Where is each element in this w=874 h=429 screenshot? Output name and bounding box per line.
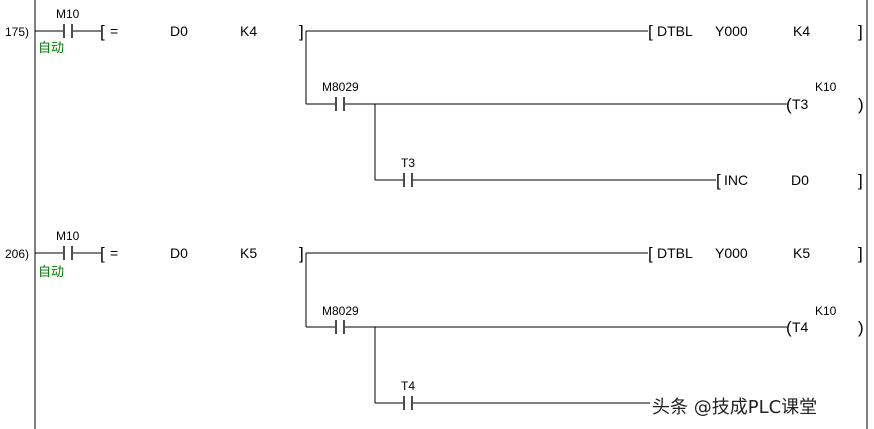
- rung-2-compare-s1: D0: [170, 245, 188, 261]
- rung-2-step-number: 206): [5, 247, 29, 261]
- rung-1-inc-open-bracket: [: [716, 171, 721, 190]
- rung-1-inc-instr: INC: [724, 172, 748, 188]
- rung-1-dtbl-instr: DTBL: [657, 23, 693, 39]
- rung-1-timer-open-paren: (: [786, 95, 792, 114]
- rung-2-compare-close-bracket: ]: [299, 244, 304, 263]
- rung-2: 206) M10 自动 [ = D0 K5 ] [ DTBL Y000 K5 ]…: [5, 229, 864, 410]
- rung-2-timer-close-paren: ): [858, 318, 864, 337]
- rung-1-compare-close-bracket: ]: [299, 22, 304, 41]
- rung-1-compare-s1: D0: [170, 23, 188, 39]
- rung-2-dtbl-instr: DTBL: [657, 245, 693, 261]
- rung-1-step-number: 175): [5, 25, 29, 39]
- rung-1-compare-op: =: [110, 23, 118, 39]
- rung-1-contact-comment: 自动: [38, 40, 64, 55]
- rung-1-m8029-label: M8029: [322, 80, 359, 94]
- rung-2-timer-name: T4: [792, 319, 809, 335]
- rung-1-timer-close-paren: ): [858, 95, 864, 114]
- rung-2-m8029-label: M8029: [322, 304, 359, 318]
- rung-2-dtbl-value: K5: [793, 245, 810, 261]
- rung-1-dtbl-value: K4: [793, 23, 810, 39]
- rung-1-dtbl-open-bracket: [: [648, 22, 653, 41]
- rung-1-inc-dest: D0: [791, 172, 809, 188]
- rung-2-done-contact-label: T4: [401, 379, 415, 393]
- rung-2-timer-open-paren: (: [786, 318, 792, 337]
- rung-1-dtbl-close-bracket: ]: [858, 22, 863, 41]
- rung-1-dtbl-dest: Y000: [715, 23, 748, 39]
- rung-1-contact-label: M10: [56, 7, 80, 21]
- rung-2-compare-s2: K5: [240, 245, 257, 261]
- rung-2-timer-preset: K10: [815, 304, 837, 318]
- rung-1-compare-open-bracket: [: [100, 22, 105, 41]
- rung-1: 175) M10 自动 [ = D0 K4 ] [ DTBL Y000 K4 ]…: [5, 7, 864, 190]
- rung-2-dtbl-open-bracket: [: [648, 244, 653, 263]
- rung-2-compare-open-bracket: [: [100, 244, 105, 263]
- rung-2-contact-comment: 自动: [38, 264, 64, 279]
- rung-2-dtbl-close-bracket: ]: [858, 244, 863, 263]
- rung-1-timer-name: T3: [792, 96, 809, 112]
- rung-1-compare-s2: K4: [240, 23, 257, 39]
- watermark-text: 头条 @技成PLC课堂: [652, 397, 818, 418]
- rung-1-timer-preset: K10: [815, 80, 837, 94]
- rung-2-dtbl-dest: Y000: [715, 245, 748, 261]
- rung-2-contact-label: M10: [56, 229, 80, 243]
- rung-2-compare-op: =: [110, 245, 118, 261]
- rung-1-inc-close-bracket: ]: [858, 171, 863, 190]
- rung-1-done-contact-label: T3: [401, 156, 415, 170]
